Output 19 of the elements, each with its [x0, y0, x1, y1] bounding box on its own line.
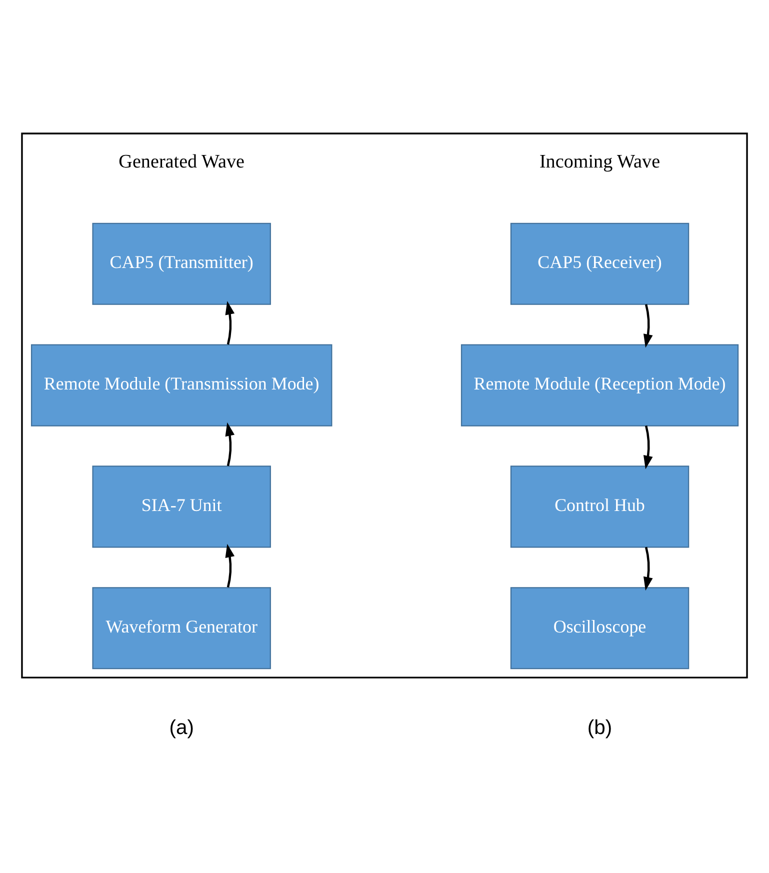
- node-text: Generated Wave: [118, 150, 245, 172]
- arrow: [225, 422, 235, 466]
- node-box: CAP5 (Receiver): [510, 222, 690, 304]
- node-box: Remote Module (Reception Mode): [460, 344, 739, 426]
- cluster: [21, 132, 748, 678]
- node-text: Incoming Wave: [539, 150, 660, 172]
- node-box: Oscilloscope: [510, 586, 690, 669]
- label: (a): [169, 716, 194, 739]
- node-box: Remote Module (Transmission Mode): [30, 344, 332, 426]
- node-box: CAP5 (Transmitter): [92, 222, 271, 304]
- node-box: SIA-7 Unit: [92, 465, 271, 548]
- arrow: [225, 543, 235, 588]
- arrow: [643, 424, 653, 469]
- label: (b): [587, 716, 612, 739]
- node-box: Control Hub: [510, 465, 690, 548]
- node-box: Waveform Generator: [92, 586, 271, 669]
- arrow: [643, 304, 653, 348]
- arrow: [643, 546, 653, 590]
- arrow: [225, 300, 235, 344]
